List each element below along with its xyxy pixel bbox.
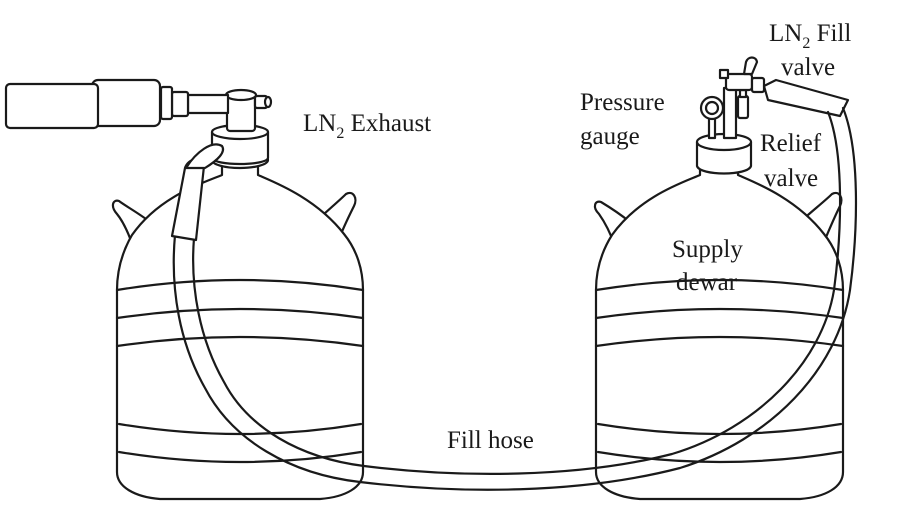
fill-valve-stub (718, 68, 730, 80)
fill-valve-handle (742, 56, 759, 76)
fill-hose-coupling (762, 78, 850, 118)
receiving-dewar (111, 88, 365, 501)
label-ln2-exhaust: LN2 Exhaust (303, 110, 431, 142)
svg-text:LN2 Exhaust: LN2 Exhaust (303, 110, 431, 142)
label-pressure-gauge-line2: gauge (580, 123, 640, 150)
left-dewar-body (115, 158, 365, 501)
left-dewar-band-top (115, 278, 365, 292)
label-ln2-exhaust-rest: Exhaust (344, 110, 431, 137)
left-dewar-band-3 (117, 422, 363, 436)
pressure-gauge-face (704, 100, 720, 116)
label-relief-valve-line2: valve (764, 165, 818, 192)
fill-hose (170, 106, 858, 491)
fill-hose-end-grip (184, 143, 225, 170)
exhaust-coupling (170, 90, 190, 118)
exhaust-muffler-body (90, 78, 162, 128)
exhaust-pipe (186, 93, 230, 115)
label-ln2-fill-main: LN (769, 20, 802, 47)
fill-valve-outlet (750, 76, 766, 94)
left-dewar-band-1 (115, 307, 365, 320)
exhaust-assembly (4, 78, 230, 130)
label-ln2-fill-valve: LN2 Fill valve (769, 20, 851, 81)
label-ln2-exhaust-main: LN (303, 110, 336, 137)
right-dewar-band-4 (596, 450, 843, 464)
svg-text:LN2 Fill: LN2 Fill (769, 20, 851, 52)
left-dewar-side-stub-cap (263, 95, 273, 109)
label-ln2-fill-rest: Fill (810, 20, 851, 47)
right-dewar-riser (722, 86, 738, 140)
label-fill-hose: Fill hose (447, 427, 534, 454)
pressure-gauge-dial (699, 95, 725, 121)
label-pressure-gauge-line1: Pressure (580, 89, 665, 116)
right-dewar-band-1 (594, 307, 845, 320)
exhaust-coupling-2 (159, 85, 174, 121)
supply-dewar (593, 56, 850, 501)
fill-hose-outer (172, 106, 858, 491)
right-dewar-body (594, 160, 845, 501)
fill-hose-inner (192, 110, 842, 475)
label-supply-dewar-line2: dewar (676, 269, 738, 296)
label-supply-dewar: Supply dewar (672, 236, 743, 296)
right-dewar-band-top (594, 278, 845, 292)
left-dewar-band-4 (117, 450, 363, 464)
right-dewar-band-2 (594, 335, 845, 348)
label-supply-dewar-line1: Supply (672, 236, 743, 263)
label-pressure-gauge: Pressure gauge (580, 89, 665, 150)
exhaust-muffler-end (4, 82, 100, 130)
left-dewar-band-2 (115, 335, 365, 348)
label-ln2-fill-line2: valve (781, 54, 835, 81)
fill-valve-body (724, 72, 754, 92)
label-relief-valve: Relief valve (760, 130, 822, 192)
relief-valve-body (736, 94, 750, 120)
left-dewar-head-cap (224, 88, 258, 102)
label-relief-valve-line1: Relief (760, 130, 822, 157)
label-ln2-exhaust-sub: 2 (336, 125, 344, 142)
label-ln2-fill-sub: 2 (802, 35, 810, 52)
